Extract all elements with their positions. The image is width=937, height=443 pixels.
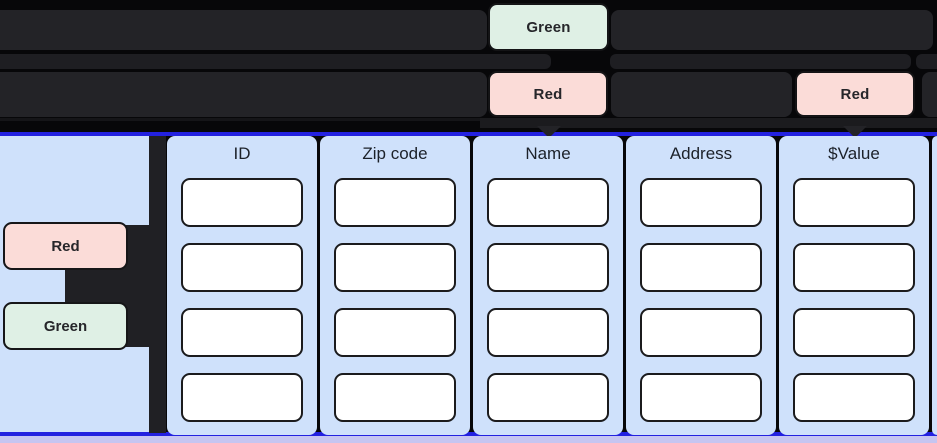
table-column-cropped (932, 136, 937, 435)
side-badge-red[interactable]: Red (3, 222, 128, 270)
table-column-zip-code[interactable]: Zip code (320, 136, 470, 435)
table-cell (334, 373, 456, 422)
table-cell (334, 308, 456, 357)
timeline-clip-red-1[interactable]: Red (488, 71, 608, 117)
pointer-tail-value-column-icon (843, 126, 867, 138)
canvas-bottom-strip (0, 436, 937, 443)
timeline-clip-red-1-label: Red (533, 85, 563, 103)
timeline-lane-segment-mid (610, 54, 911, 69)
table-cell (793, 373, 915, 422)
table-cell (793, 308, 915, 357)
table-cell (181, 308, 303, 357)
table-cell (640, 373, 762, 422)
timeline-track-2-segment-mid (611, 72, 792, 117)
timeline-clip-red-2-label: Red (840, 85, 870, 103)
timeline-substrip (480, 118, 937, 128)
table-cell (640, 178, 762, 227)
vertical-divider-strip (149, 136, 166, 433)
selection-border-top (0, 132, 937, 136)
timeline-clip-green-label: Green (526, 18, 571, 36)
table-cell (793, 243, 915, 292)
table-column-name[interactable]: Name (473, 136, 623, 435)
timeline-clip-red-2[interactable]: Red (795, 71, 915, 117)
column-header: Name (525, 144, 571, 163)
table-cell (334, 178, 456, 227)
table-cell (640, 308, 762, 357)
timeline-clip-green[interactable]: Green (488, 3, 609, 51)
table-cell (181, 178, 303, 227)
table-cell (487, 308, 609, 357)
column-header: $Value (828, 144, 880, 163)
table-cell (487, 178, 609, 227)
table-column-address[interactable]: Address (626, 136, 776, 435)
table-cell (181, 243, 303, 292)
timeline-track-1-segment-left (0, 10, 487, 50)
pointer-tail-name-column-icon (537, 126, 561, 138)
timeline-track-1-segment-right (611, 10, 933, 50)
column-header: Address (669, 144, 733, 163)
side-badge-red-label: Red (51, 237, 80, 255)
table-cell (334, 243, 456, 292)
timeline-substrip-thin (0, 118, 480, 121)
side-badge-green[interactable]: Green (3, 302, 128, 350)
selection-border-bottom (0, 432, 937, 436)
side-badge-green-label: Green (43, 317, 88, 335)
timeline-lane-segment-left (0, 54, 551, 69)
column-header: Zip code (362, 144, 428, 163)
table-cell (640, 243, 762, 292)
table-cell (487, 243, 609, 292)
table-cell (487, 373, 609, 422)
table-cell (793, 178, 915, 227)
column-header: ID (233, 144, 251, 163)
table-column-id[interactable]: ID (167, 136, 317, 435)
table-cell (181, 373, 303, 422)
table-column-value[interactable]: $Value (779, 136, 929, 435)
timeline-track-2-segment-left (0, 72, 487, 117)
timeline-lane-segment-right (916, 54, 937, 69)
timeline-track-2-segment-right (922, 72, 937, 117)
